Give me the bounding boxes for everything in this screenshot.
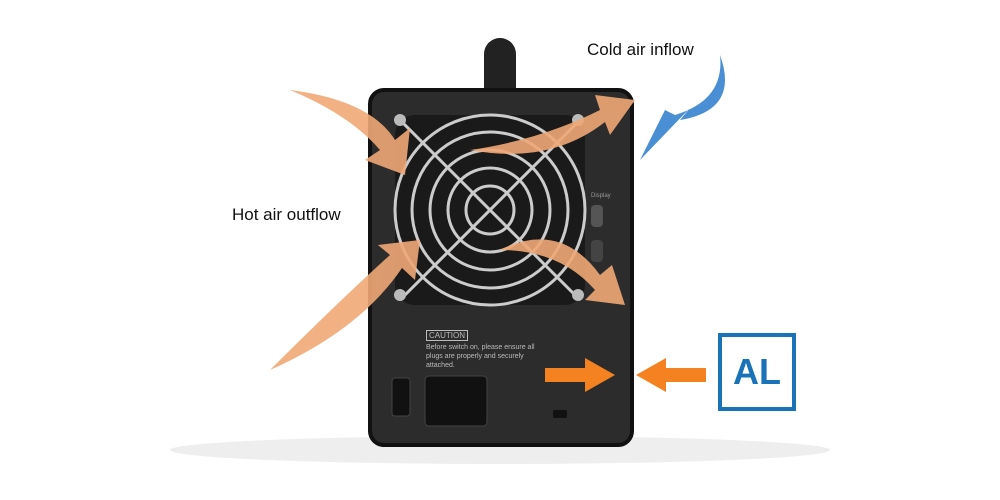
cold-air-arrow (640, 55, 725, 160)
power-switch (391, 377, 411, 417)
lock-slot (553, 410, 567, 418)
caution-notice: CAUTION Before switch on, please ensure … (426, 330, 546, 370)
hot-air-label: Hot air outflow (232, 205, 341, 224)
cold-air-label: Cold air inflow (587, 40, 694, 59)
fan-grille (393, 113, 587, 307)
caution-title: CAUTION (426, 330, 468, 341)
arrow-right (545, 358, 615, 392)
floor-shadow (170, 436, 830, 464)
display-port (591, 205, 603, 227)
thunderbolt-port (591, 240, 603, 262)
caution-text: Before switch on, please ensure all plug… (426, 344, 535, 369)
arrow-left (636, 358, 706, 392)
display-port-label: Display (591, 193, 611, 199)
screws (394, 114, 584, 301)
power-socket (424, 375, 488, 427)
hot-air-arrows (270, 90, 635, 370)
al-badge: AL (718, 333, 796, 411)
